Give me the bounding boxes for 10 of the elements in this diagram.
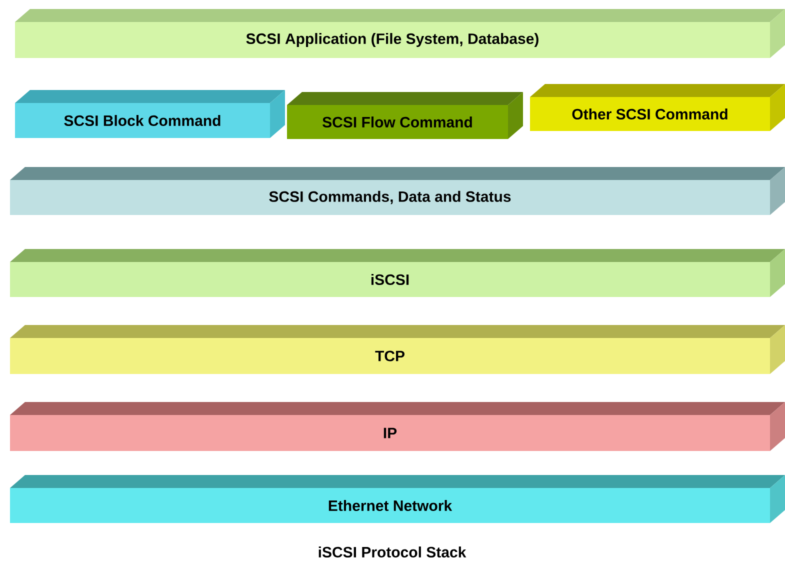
layer-bar: IP	[10, 402, 785, 451]
layer-bar: TCP	[10, 325, 785, 374]
layer-bar: SCSI Commands, Data and Status	[10, 167, 785, 215]
caption: iSCSI Protocol Stack	[318, 546, 466, 558]
layer-bar: Ethernet Network	[10, 475, 785, 523]
layer-bar: Other SCSI Command	[530, 84, 785, 131]
layer-bar: SCSI Application (File System, Database)	[15, 9, 785, 58]
layer-bar: SCSI Block Command	[15, 90, 285, 138]
layer-bar: SCSI Flow Command	[287, 92, 523, 139]
layer-bar: iSCSI	[10, 249, 785, 297]
